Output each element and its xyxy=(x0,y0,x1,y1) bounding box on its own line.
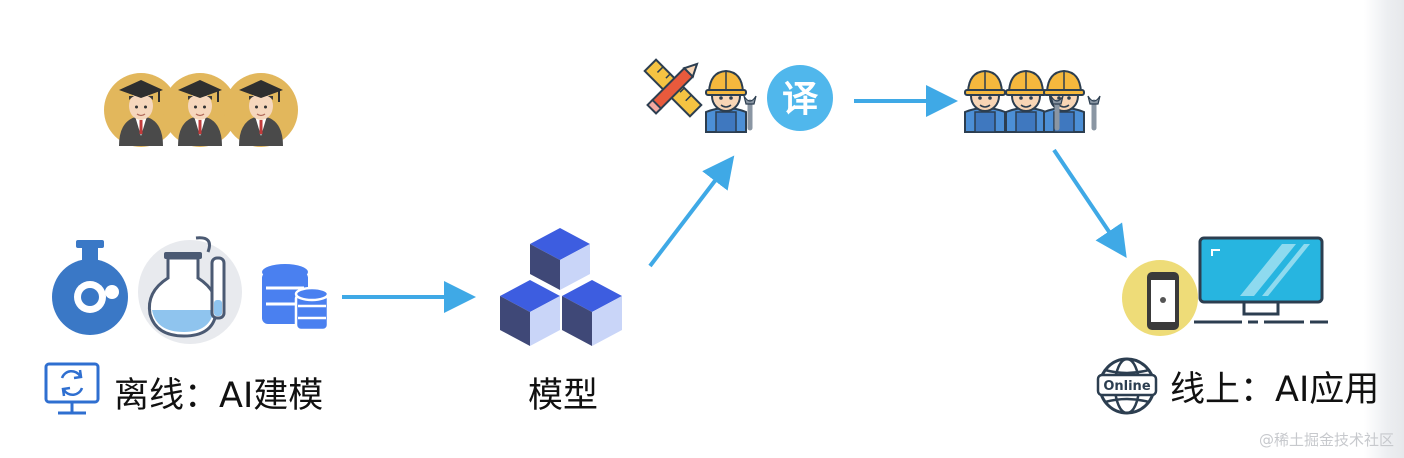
translate-badge-text: 译 xyxy=(782,79,819,120)
online-globe-text: Online xyxy=(1103,379,1150,394)
ruler-pencil-icon xyxy=(643,58,703,118)
flask-icon xyxy=(52,240,128,335)
graduates-icon xyxy=(103,72,299,148)
model-label: 模型 xyxy=(528,376,599,416)
database-icon xyxy=(262,264,330,332)
online-globe-icon: Online xyxy=(1096,357,1158,415)
sync-monitor-icon xyxy=(44,362,100,415)
online-label: 线上：AI应用 xyxy=(1170,370,1380,410)
arrow-team-to-app xyxy=(1052,148,1127,258)
engineer-team-icon xyxy=(964,70,1100,133)
flow-arrows xyxy=(342,85,1127,313)
lab-flask-icon xyxy=(138,236,242,344)
cubes-icon xyxy=(500,228,622,346)
engineer-icon xyxy=(705,70,756,133)
phone-icon xyxy=(1122,260,1198,336)
offline-label: 离线：AI建模 xyxy=(114,376,324,416)
page-edge-shadow xyxy=(1364,0,1404,458)
translate-badge-icon: 译 xyxy=(767,65,833,131)
monitor-icon xyxy=(1194,236,1328,324)
watermark: @稀土掘金技术社区 xyxy=(1258,431,1394,449)
arrow-model-to-engineer xyxy=(648,155,735,268)
